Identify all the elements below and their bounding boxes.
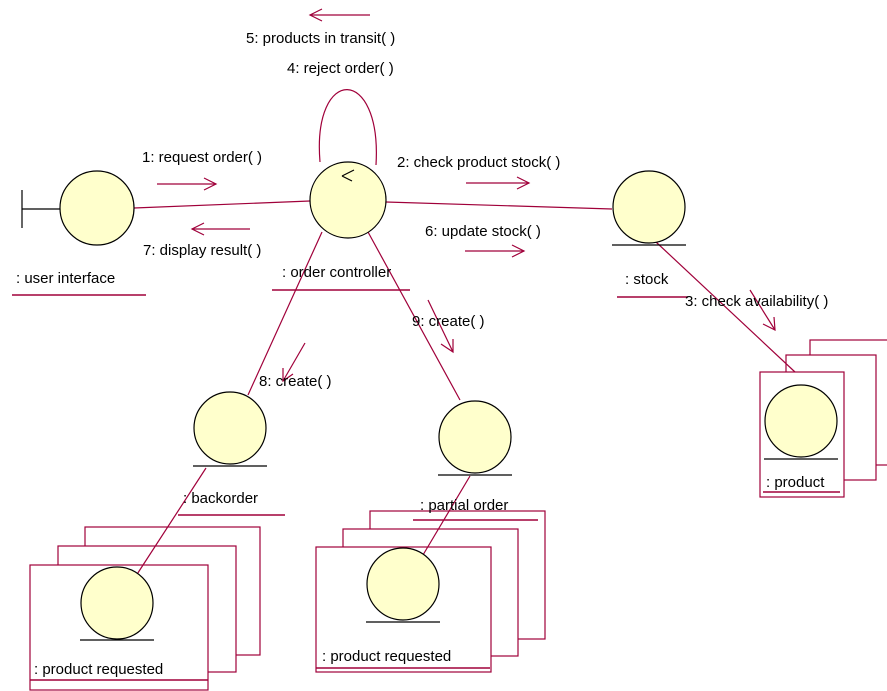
product-requested-object-1[interactable]: [80, 566, 154, 641]
order-controller-object[interactable]: [309, 161, 387, 239]
label-stock: : stock: [625, 271, 669, 288]
arrow-m6: [465, 244, 526, 258]
label-product: : product: [766, 474, 825, 491]
partial-order-object[interactable]: [438, 400, 512, 476]
label-backorder: : backorder: [183, 490, 258, 507]
message-arrows: [157, 8, 776, 383]
message-6: 6: update stock( ): [425, 223, 541, 240]
label-order-controller: : order controller: [282, 264, 391, 281]
label-product-requested-1: : product requested: [34, 661, 163, 678]
arrow-m9: [427, 299, 454, 354]
arrow-m8: [282, 342, 306, 383]
arrow-m3: [749, 289, 776, 332]
backorder-object[interactable]: [193, 391, 267, 467]
links: [131, 89, 796, 583]
arrow-m7: [190, 222, 250, 236]
stock-object[interactable]: [612, 170, 686, 246]
label-partial-order: : partial order: [420, 497, 508, 514]
message-5: 5: products in transit( ): [246, 30, 395, 47]
message-labels: 1: request order( ) 2: check product sto…: [142, 30, 828, 390]
message-9: 9: create( ): [412, 313, 485, 330]
object-labels: : user interface : order controller : st…: [16, 264, 825, 678]
arrow-m1: [157, 177, 218, 191]
label-user-interface: : user interface: [16, 270, 115, 287]
arrow-m5: [308, 8, 370, 22]
product-object[interactable]: [764, 384, 838, 460]
name-underlines: [12, 289, 840, 681]
message-7: 7: display result( ): [143, 242, 261, 259]
message-3: 3: check availability( ): [685, 293, 828, 310]
message-1: 1: request order( ): [142, 149, 262, 166]
message-8: 8: create( ): [259, 373, 332, 390]
message-2: 2: check product stock( ): [397, 154, 560, 171]
label-product-requested-2: : product requested: [322, 648, 451, 665]
product-requested-object-2[interactable]: [366, 547, 440, 623]
message-4: 4: reject order( ): [287, 60, 394, 77]
user-interface-object[interactable]: [21, 170, 135, 246]
arrow-m2: [466, 176, 531, 190]
